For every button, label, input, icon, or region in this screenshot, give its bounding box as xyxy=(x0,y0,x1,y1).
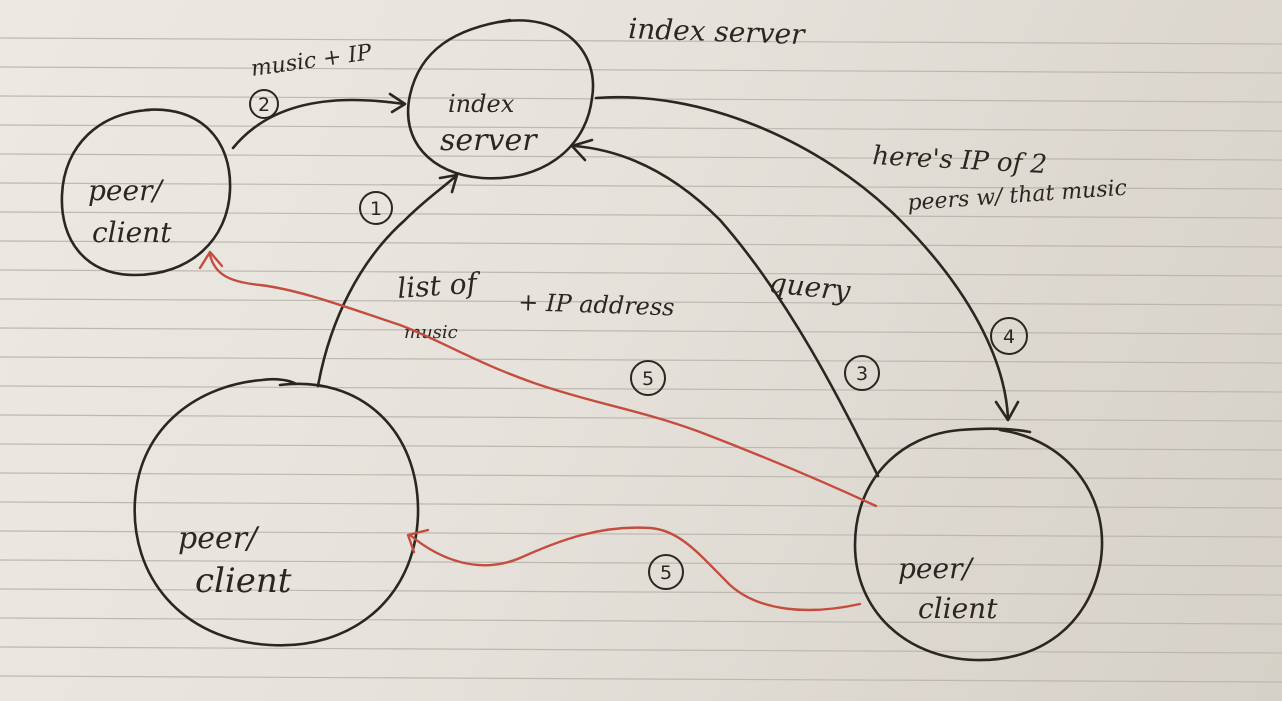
edge-step3-line xyxy=(573,144,880,478)
edge-step2-number: 2 xyxy=(258,94,270,116)
edge-step5-top-number-circle xyxy=(630,360,666,396)
edge-step3: query 3 xyxy=(570,138,880,478)
peer-bottom-left-circle xyxy=(133,377,420,647)
edge-step3-number-circle xyxy=(844,355,880,391)
edge-step4-line xyxy=(594,95,1010,420)
edge-step4-arrowhead xyxy=(994,400,1020,422)
peer-top-left-circle xyxy=(60,108,232,277)
peer-bottom-right-label-line1: peer/ xyxy=(898,552,974,585)
diagram-title: index server xyxy=(628,12,807,51)
index-server-node: index server xyxy=(406,18,595,180)
edge-step5-bottom-line xyxy=(408,526,862,612)
peer-bottom-right-label-line2: client xyxy=(918,592,998,625)
edge-step3-number: 3 xyxy=(856,363,868,385)
peer-bottom-right-circle xyxy=(853,427,1104,662)
edge-step4-number: 4 xyxy=(1003,326,1015,348)
peer-bottom-left-label-line2: client xyxy=(195,561,292,601)
edge-step2-number-circle xyxy=(249,89,279,119)
index-server-label-line2: server xyxy=(440,123,538,158)
edge-step3-arrowhead xyxy=(570,138,594,162)
peer-bottom-right-node: peer/ client xyxy=(853,427,1104,662)
edge-step1-arrowhead xyxy=(438,173,459,194)
peer-top-left-label-line1: peer/ xyxy=(88,174,164,207)
index-server-label-line1: index xyxy=(448,90,515,118)
edge-step1-line xyxy=(316,174,458,388)
peer-top-left-node: peer/ client xyxy=(60,108,232,277)
edge-step5-bottom-number: 5 xyxy=(660,562,672,584)
edge-step1-label-line2: music xyxy=(404,322,458,343)
edge-step4-label-line1: here's IP of 2 xyxy=(872,141,1048,180)
edge-step5-top-arrowhead xyxy=(198,250,224,270)
index-server-circle xyxy=(406,18,595,180)
edge-step5-bottom: 5 xyxy=(406,526,862,612)
edge-step1-number: 1 xyxy=(370,198,382,220)
edge-step5-bottom-number-circle xyxy=(648,554,684,590)
edge-step4-number-circle xyxy=(990,317,1028,355)
edge-step1-label-line1: list of xyxy=(396,266,482,305)
edge-step2-arrowhead xyxy=(388,92,407,114)
edge-step1-number-circle xyxy=(359,191,393,225)
peer-top-left-label-line2: client xyxy=(92,216,172,249)
edge-step4-label-line2: peers w/ that music xyxy=(907,176,1128,216)
edge-step5-top-number: 5 xyxy=(642,368,654,390)
edge-step5-top-line xyxy=(208,253,878,508)
edge-step2-label: music + IP xyxy=(249,40,374,82)
peer-bottom-left-node: peer/ client xyxy=(133,377,420,647)
edge-step2-line xyxy=(231,98,406,150)
edge-step1: 1 list of music + IP address xyxy=(316,173,675,388)
edge-step1-label-extra: + IP address xyxy=(518,288,675,321)
peer-bottom-left-label-line1: peer/ xyxy=(178,521,260,556)
edge-step2: music + IP 2 xyxy=(231,40,407,150)
edge-step5-bottom-arrowhead xyxy=(406,528,430,554)
edge-step5-top: 5 xyxy=(198,250,878,508)
